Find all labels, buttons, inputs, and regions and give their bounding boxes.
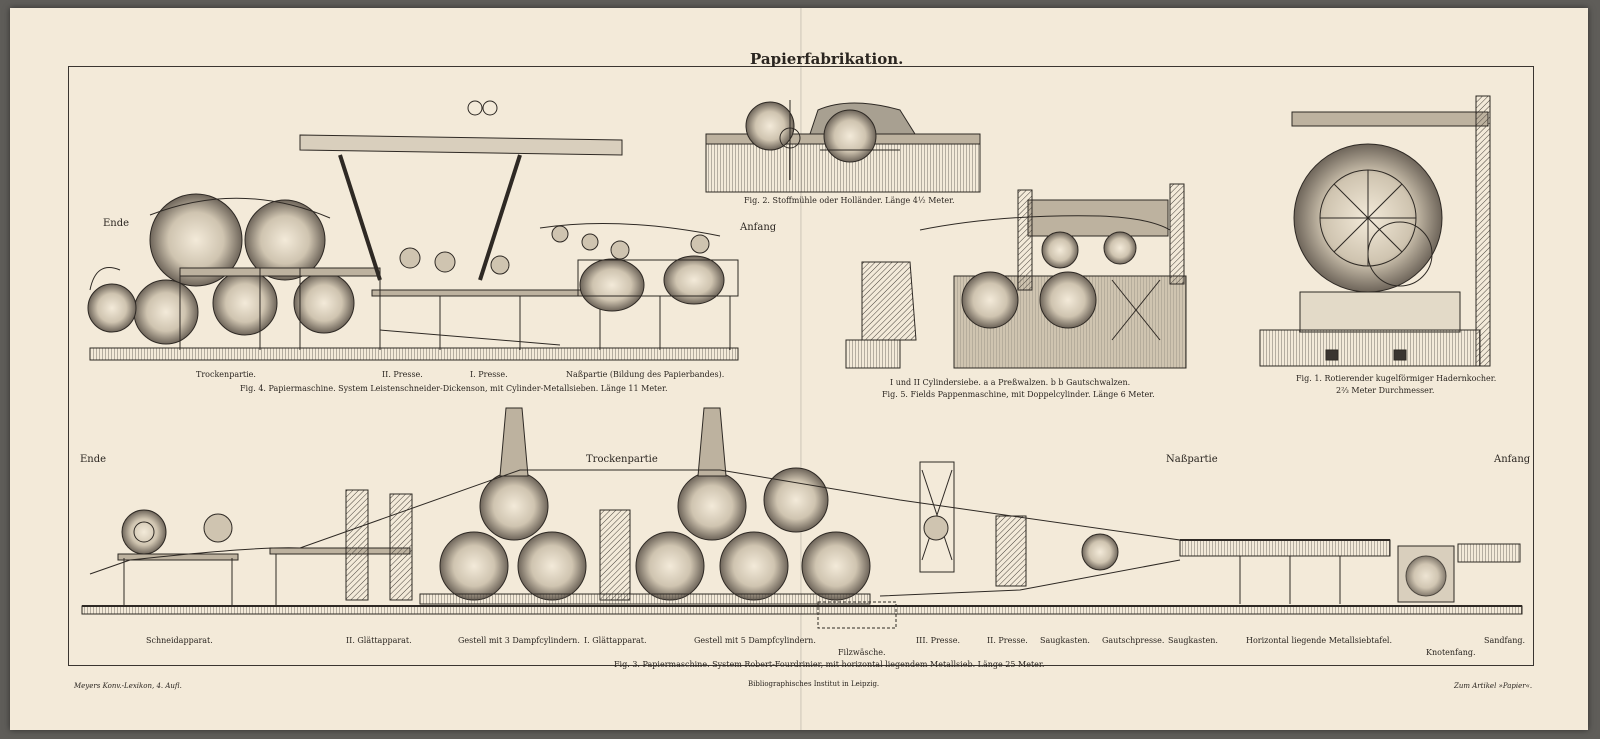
fig4-end-label: Ende bbox=[103, 218, 130, 229]
fig3-station-label: Gestell mit 5 Dampfcylindern. bbox=[694, 636, 816, 645]
fig3-station-label: Knotenfang. bbox=[1426, 648, 1476, 657]
fig5-caption-line1: I und II Cylindersiebe. a a Preßwalzen. … bbox=[890, 378, 1131, 387]
fig5-illustration bbox=[846, 184, 1186, 368]
fig3-sub-label: Filzwäsche. bbox=[838, 648, 886, 657]
fig3-station-label: II. Glättapparat. bbox=[346, 636, 412, 645]
fig3-station-label: Horizontal liegende Metallsiebtafel. bbox=[1246, 636, 1393, 645]
fig4-start-label: Anfang bbox=[740, 222, 777, 233]
fig5-caption-line2: Fig. 5. Fields Pappenmaschine, mit Doppe… bbox=[882, 390, 1155, 399]
plate-frame bbox=[68, 66, 1534, 666]
fig3-station-label: Gautschpresse. bbox=[1102, 636, 1165, 645]
fig3-station-label: Saugkasten. bbox=[1168, 636, 1218, 645]
fig3-station-label: II. Presse. bbox=[987, 636, 1028, 645]
fig3-station-label: III. Presse. bbox=[916, 636, 960, 645]
center-fold bbox=[800, 8, 802, 730]
fig3-station-label: I. Glättapparat. bbox=[584, 636, 647, 645]
fig4-caption: Fig. 4. Papiermaschine. System Leistensc… bbox=[240, 384, 668, 393]
plate-title: Papierfabrikation. bbox=[750, 50, 904, 68]
fig1-caption-line2: 2⅔ Meter Durchmesser. bbox=[1336, 386, 1435, 395]
fig3-end-label: Ende bbox=[80, 454, 107, 465]
footer-left: Meyers Konv.-Lexikon, 4. Aufl. bbox=[74, 682, 182, 690]
fig3-illustration bbox=[82, 408, 1522, 628]
footer-center: Bibliographisches Institut in Leipzig. bbox=[748, 680, 880, 688]
fig3-station-label: Gestell mit 3 Dampfcylindern. bbox=[458, 636, 580, 645]
fig4-illustration bbox=[88, 101, 738, 360]
fig3-dry-label: Trockenpartie bbox=[586, 454, 658, 465]
fig3-station-label: Schneidapparat. bbox=[146, 636, 213, 645]
fig3-caption: Fig. 3. Papiermaschine. System Robert-Fo… bbox=[614, 660, 1045, 669]
fig3-wet-label: Naßpartie bbox=[1166, 454, 1218, 465]
fig3-station-label: Sandfang. bbox=[1484, 636, 1526, 645]
fig2-illustration bbox=[706, 100, 980, 192]
fig2-caption: Fig. 2. Stoffmühle oder Holländer. Länge… bbox=[744, 196, 955, 205]
fig1-caption-line1: Fig. 1. Rotierender kugelförmiger Hadern… bbox=[1296, 374, 1497, 383]
fig4-section-press2: II. Presse. bbox=[382, 370, 423, 379]
fig1-illustration bbox=[1260, 96, 1490, 366]
fig4-section-dry: Trockenpartie. bbox=[196, 370, 256, 379]
fig4-section-wet: Naßpartie (Bildung des Papierbandes). bbox=[566, 370, 725, 379]
fig3-station-label: Saugkasten. bbox=[1040, 636, 1090, 645]
fig3-start-label: Anfang bbox=[1494, 454, 1531, 465]
footer-right: Zum Artikel »Papier«. bbox=[1454, 682, 1533, 690]
fig4-section-press1: I. Presse. bbox=[470, 370, 508, 379]
